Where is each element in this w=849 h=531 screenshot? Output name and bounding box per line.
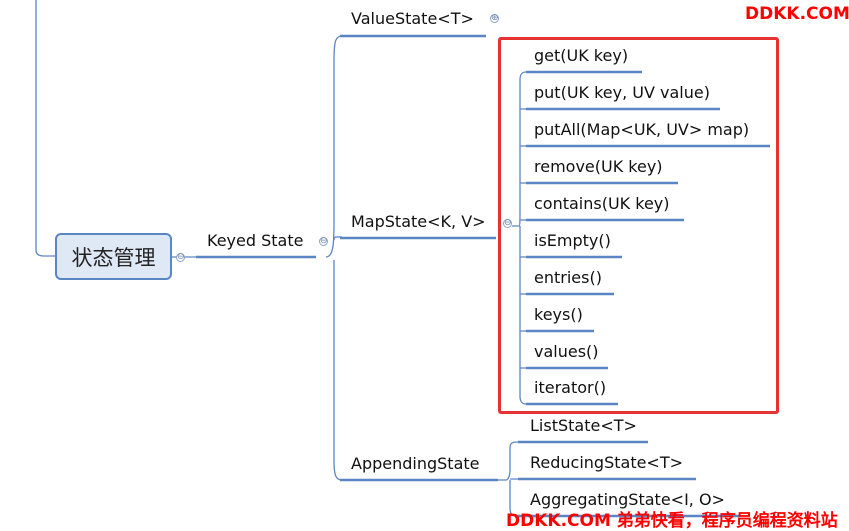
aggregating-state-node[interactable]: AggregatingState<I, O> bbox=[530, 490, 725, 509]
method-putall[interactable]: putAll(Map<UK, UV> map) bbox=[534, 120, 750, 139]
map-state-collapse-toggle[interactable]: ⊖ bbox=[503, 218, 512, 228]
watermark-bottom: DDKK.COM 弟弟快看，程序员编程资料站 bbox=[506, 511, 838, 531]
keyed-state-collapse-toggle[interactable]: ⊖ bbox=[319, 236, 328, 246]
root-label: 状态管理 bbox=[71, 245, 156, 270]
value-state-node[interactable]: ValueState<T> bbox=[351, 9, 474, 28]
keyed-children-connector bbox=[325, 35, 343, 481]
method-isempty[interactable]: isEmpty() bbox=[534, 231, 611, 250]
keyed-state-node[interactable]: Keyed State bbox=[207, 231, 304, 250]
map-methods-connector bbox=[512, 71, 527, 405]
method-put[interactable]: put(UK key, UV value) bbox=[534, 83, 710, 102]
upper-branch-connector bbox=[35, 0, 55, 257]
list-state-node[interactable]: ListState<T> bbox=[530, 416, 637, 435]
appending-children-connector bbox=[498, 441, 519, 517]
method-get[interactable]: get(UK key) bbox=[534, 46, 629, 65]
value-state-expand-toggle[interactable]: ⊕ bbox=[490, 13, 499, 23]
map-state-node[interactable]: MapState<K, V> bbox=[351, 212, 486, 231]
method-contains[interactable]: contains(UK key) bbox=[534, 194, 670, 213]
reducing-state-node[interactable]: ReducingState<T> bbox=[530, 453, 684, 472]
watermark-top-right: DDKK.COM bbox=[745, 4, 849, 24]
method-iterator[interactable]: iterator() bbox=[534, 378, 607, 397]
method-remove[interactable]: remove(UK key) bbox=[534, 157, 663, 176]
methods-highlight-box bbox=[498, 37, 779, 414]
root-collapse-toggle[interactable]: ⊖ bbox=[176, 252, 185, 262]
method-values[interactable]: values() bbox=[534, 342, 599, 361]
method-entries[interactable]: entries() bbox=[534, 268, 602, 287]
root-node[interactable]: 状态管理 bbox=[55, 233, 172, 280]
appending-state-node[interactable]: AppendingState bbox=[351, 454, 480, 473]
method-keys[interactable]: keys() bbox=[534, 305, 583, 324]
